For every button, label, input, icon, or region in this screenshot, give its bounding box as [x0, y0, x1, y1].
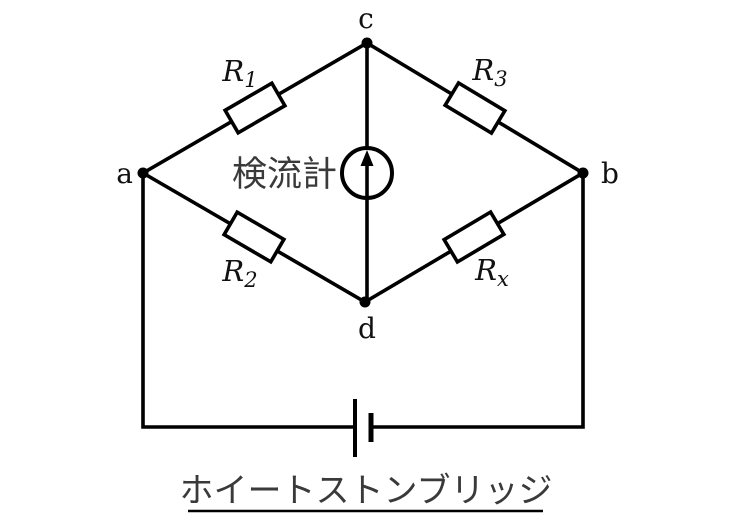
wire-a-to-battery [141, 171, 355, 429]
wire-b-to-battery [371, 171, 585, 429]
node-label-b: b [601, 157, 619, 190]
node-dot-d [359, 296, 371, 308]
galvanometer-label: 検流計 [232, 155, 337, 195]
node-dot-a [137, 167, 149, 179]
resistor-label-r3: R3 [471, 53, 507, 91]
node-label-d: d [358, 312, 376, 345]
diagram-title: ホイートストンブリッジ [180, 471, 553, 511]
galvanometer-symbol [340, 146, 394, 200]
up-arrow-head-icon [360, 150, 374, 166]
resistor-label-r2: R2 [221, 254, 257, 292]
node-dot-c [361, 37, 373, 49]
resistor-label-r1: R1 [221, 54, 257, 92]
resistor-rx-body [441, 209, 507, 265]
node-label-a: a [116, 157, 133, 190]
node-dot-b [577, 167, 589, 179]
resistor-label-rx: Rx [474, 253, 509, 291]
resistor-r1-body [222, 80, 288, 136]
resistor-r2-body [221, 209, 287, 265]
node-label-c: c [358, 2, 374, 35]
resistor-r3-body [442, 80, 508, 136]
